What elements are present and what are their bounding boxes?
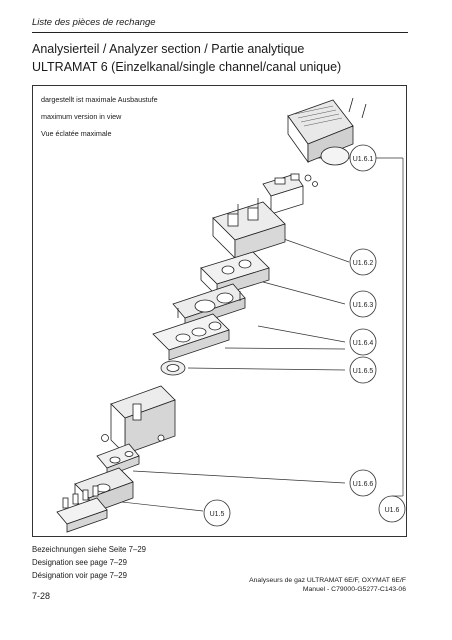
callout-label-u1-6-5: U1.6.5 — [353, 368, 374, 375]
callout-circles — [203, 144, 406, 527]
callout-label-u1-5: U1.5 — [210, 511, 225, 518]
section-header: Liste des pièces de rechange — [32, 17, 156, 28]
window-seal — [160, 360, 186, 376]
footer-manual: Manuel - C79000-G5277-C143-06 — [302, 586, 406, 593]
callout-u1-6-6 — [349, 469, 377, 497]
callout-u1-6-4 — [349, 328, 377, 356]
header-rule — [32, 32, 408, 33]
exploded-parts — [56, 97, 367, 533]
mounting-parts — [262, 173, 318, 215]
receiver-cover — [287, 97, 367, 166]
flange-plate — [152, 313, 230, 361]
sample-cell — [101, 385, 176, 455]
figure-note-de: dargestellt ist maximale Ausbaustufe — [41, 95, 158, 104]
callout-label-u1-6: U1.6 — [385, 507, 400, 514]
footer-product: Analyseurs de gaz ULTRAMAT 6E/F, OXYMAT … — [249, 577, 406, 584]
connector-parts — [56, 485, 108, 533]
figure-note-en: maximum version in view — [41, 112, 122, 121]
exploded-view-drawing: U1.6.1 U1.6.2 U1.6.3 U1.6.4 U1.6.5 U1.6.… — [56, 97, 406, 533]
page-title: Analysierteil / Analyzer section / Parti… — [32, 42, 305, 56]
callout-label-u1-6-2: U1.6.2 — [353, 260, 374, 267]
reference-de: Bezeichnungen siehe Seite 7–29 — [32, 545, 147, 554]
reference-fr: Désignation voir page 7–29 — [32, 571, 127, 580]
callout-u1-6-5 — [349, 356, 377, 384]
figure-note-fr: Vue éclatée maximale — [41, 129, 112, 138]
leader-lines — [112, 157, 404, 512]
callout-u1-6 — [378, 495, 406, 523]
callout-u1-6-1 — [349, 144, 377, 172]
callout-label-u1-6-4: U1.6.4 — [353, 340, 374, 347]
detector-block — [212, 198, 286, 259]
reference-en: Designation see page 7–29 — [32, 558, 127, 567]
callout-u1-5 — [203, 499, 231, 527]
callout-u1-6-2 — [349, 248, 377, 276]
callout-label-u1-6-6: U1.6.6 — [353, 481, 374, 488]
page-number: 7-28 — [32, 591, 51, 601]
exploded-view-figure: dargestellt ist maximale Ausbaustufe max… — [32, 85, 407, 537]
callout-label-u1-6-1: U1.6.1 — [353, 156, 374, 163]
page-subtitle: ULTRAMAT 6 (Einzelkanal/single channel/c… — [32, 60, 342, 74]
callout-u1-6-3 — [349, 290, 377, 318]
callout-label-u1-6-3: U1.6.3 — [353, 302, 374, 309]
